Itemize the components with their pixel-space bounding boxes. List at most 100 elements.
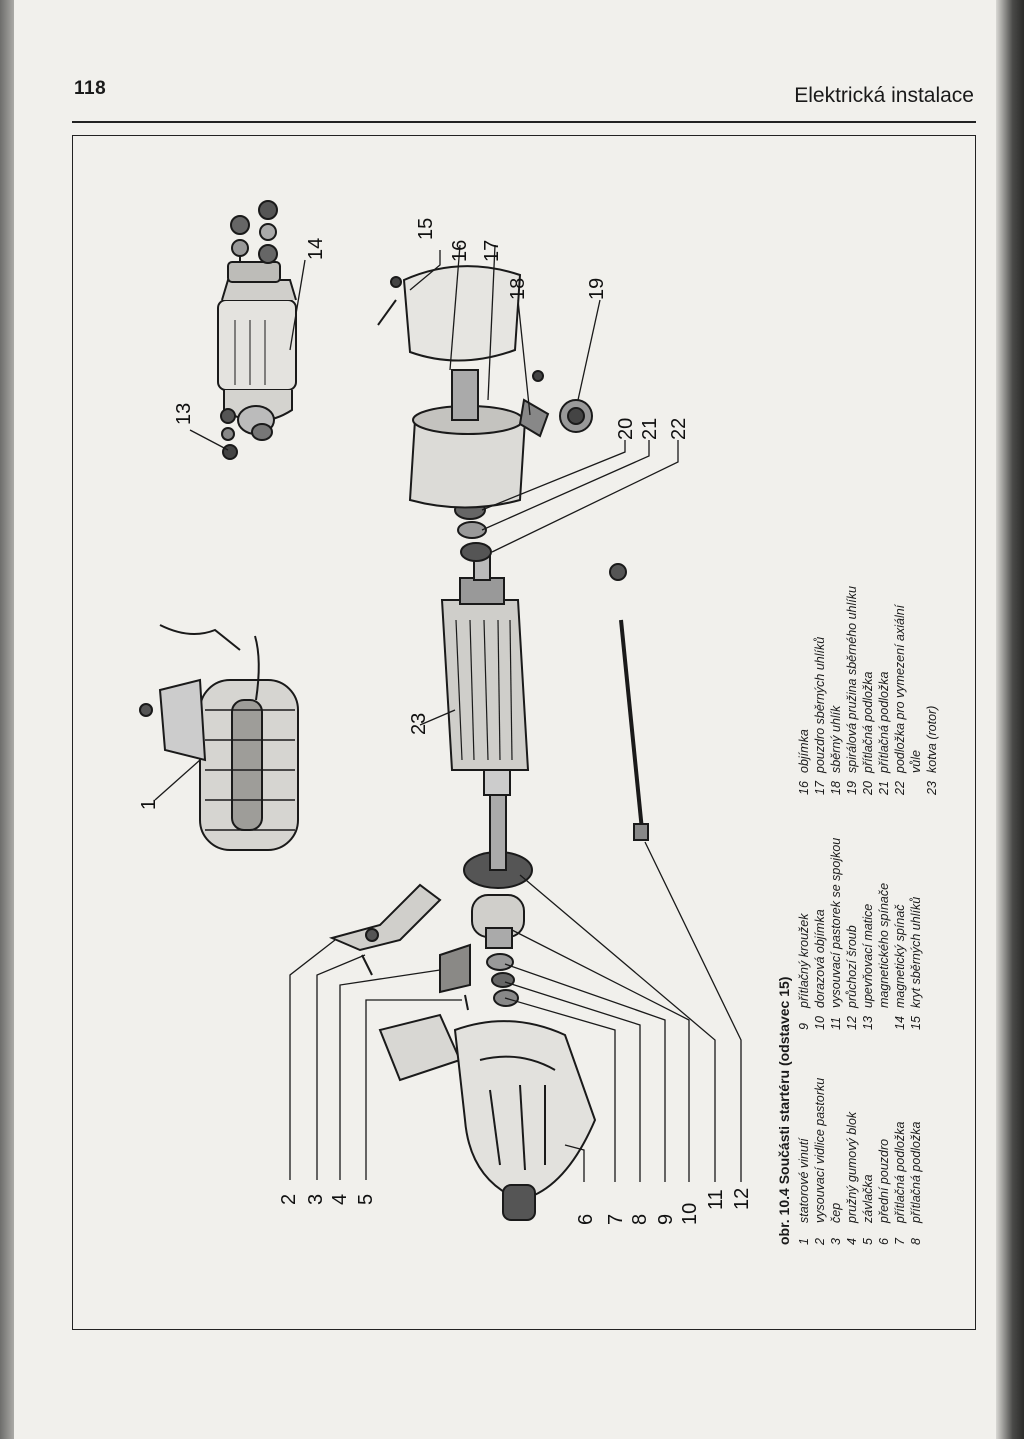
stator-winding-drawing [139,624,299,851]
legend-number: 9 [797,1023,811,1030]
callout-12: 12 [731,1188,753,1210]
figure-caption-title: obr. 10.4 Součásti startéru (odstavec 15… [776,976,792,1245]
legend-item: 5 závlačka [860,1060,876,1245]
callout-20: 20 [615,418,637,440]
legend-item: 18 sběrný uhlík [828,580,844,795]
callout-19: 19 [586,278,608,300]
figure-frame [72,135,976,1330]
legend-item: 10 dorazová objímka [812,825,828,1030]
legend-number: 7 [893,1238,907,1245]
callout-2: 2 [278,1194,300,1205]
callout-9: 9 [655,1214,677,1225]
callout-18: 18 [507,278,529,300]
legend-text: statorové vinutí [797,1138,811,1223]
legend-text: upevňovací matice magnetického spínače [861,882,891,1008]
section-title: Elektrická instalace [794,84,974,107]
legend-text: pružný gumový blok [845,1111,859,1223]
callout-11: 11 [705,1189,727,1210]
legend-item: 2 vysouvací vidlice pastorku [812,1060,828,1245]
legend-text: kryt sběrných uhlíků [909,896,923,1008]
legend-text: vysouvací pastorek se spojkou [829,837,843,1008]
legend-item: 21 přítlačná podložka [876,580,892,795]
legend-text: dorazová objímka [813,909,827,1008]
callout-23: 23 [408,713,430,735]
legend-item: 11 vysouvací pastorek se spojkou [828,825,844,1030]
legend-number: 21 [877,781,891,795]
legend-text: kotva (rotor) [925,705,939,773]
solenoid-switch-drawing [217,245,297,441]
legend-column-3: 16 objímka 17 pouzdro sběrných uhlíků 18 sb… [796,580,940,795]
pinion-assembly-drawing [463,851,533,1007]
legend-text: přítlačná podložka [861,671,875,773]
legend-text: magnetický spínač [893,904,907,1008]
legend-item: 6 přední pouzdro [876,1060,892,1245]
legend-number: 18 [829,781,843,795]
legend-text: průchozí šroub [845,925,859,1008]
legend-number: 13 [861,1016,875,1030]
legend-text: vysouvací vidlice pastorku [813,1077,827,1223]
legend-item: 17 pouzdro sběrných uhlíků [812,580,828,795]
legend-number: 22 [893,781,907,795]
callout-1: 1 [138,799,160,810]
legend-columns: 1 statorové vinutí 2 vysouvací vidlice pas… [796,565,940,1245]
legend-number: 12 [845,1016,859,1030]
legend-number: 1 [797,1238,811,1245]
legend-text: objímka [797,729,811,773]
through-bolt-drawing [609,563,649,841]
legend-number: 17 [813,781,827,795]
legend-item: 16 objímka [796,580,812,795]
legend-item: 12 průchozí šroub [844,825,860,1030]
legend-text: přítlačná podložka [909,1121,923,1223]
header-rule [72,121,976,123]
legend-number: 23 [925,781,939,795]
brush-holder-drawing [377,265,593,509]
legend-item: 13 upevňovací matice magnetického spínače [860,825,892,1030]
callout-4: 4 [329,1194,351,1205]
figure-caption-block: obr. 10.4 Součásti startéru (odstavec 15… [776,565,940,1245]
legend-number: 8 [909,1238,923,1245]
legend-number: 14 [893,1016,907,1030]
legend-text: přední pouzdro [877,1138,891,1223]
legend-number: 3 [829,1238,843,1245]
legend-number: 4 [845,1238,859,1245]
legend-number: 11 [829,1017,843,1030]
legend-text: spirálová pružina sběrného uhlíku [845,586,859,773]
legend-item: 20 přítlačná podložka [860,580,876,795]
callout-6: 6 [575,1214,597,1225]
legend-number: 19 [845,781,859,795]
legend-text: závlačka [861,1174,875,1223]
callout-3: 3 [305,1194,327,1205]
solenoid-nuts-drawing [220,408,238,460]
legend-text: sběrný uhlík [829,705,843,773]
legend-item: 4 pružný gumový blok [844,1060,860,1245]
legend-number: 6 [877,1238,891,1245]
legend-column-1: 1 statorové vinutí 2 vysouvací vidlice pas… [796,1060,940,1245]
legend-item: 14 magnetický spínač [892,825,908,1030]
legend-text: přítlačná podložka [893,1121,907,1223]
legend-text: čep [829,1202,843,1223]
front-housing-drawing [378,1013,597,1221]
leader-lines [154,244,742,1182]
legend-number: 15 [909,1016,923,1030]
binding-shadow-right [996,0,1024,1439]
legend-item: 1 statorové vinutí [796,1060,812,1245]
legend-item: 19 spirálová pružina sběrného uhlíku [844,580,860,795]
legend-item: 15 kryt sběrných uhlíků [908,825,924,1030]
legend-text: pouzdro sběrných uhlíků [813,636,827,773]
legend-text: přítlačný kroužek [797,913,811,1008]
legend-number: 2 [813,1238,827,1245]
legend-number: 16 [797,781,811,795]
callout-22: 22 [668,418,690,440]
legend-number: 5 [861,1238,875,1245]
callout-5: 5 [355,1194,377,1205]
armature-drawing [440,551,530,871]
legend-text: podložka pro vymezení axiální vůle [893,604,923,773]
legend-item: 23 kotva (rotor) [924,580,940,795]
legend-text: přítlačná podložka [877,671,891,773]
legend-item: 22 podložka pro vymezení axiální vůle [892,580,924,795]
callout-7: 7 [605,1214,627,1225]
legend-number: 10 [813,1016,827,1030]
legend-number: 20 [861,781,875,795]
legend-item: 3 čep [828,1060,844,1245]
